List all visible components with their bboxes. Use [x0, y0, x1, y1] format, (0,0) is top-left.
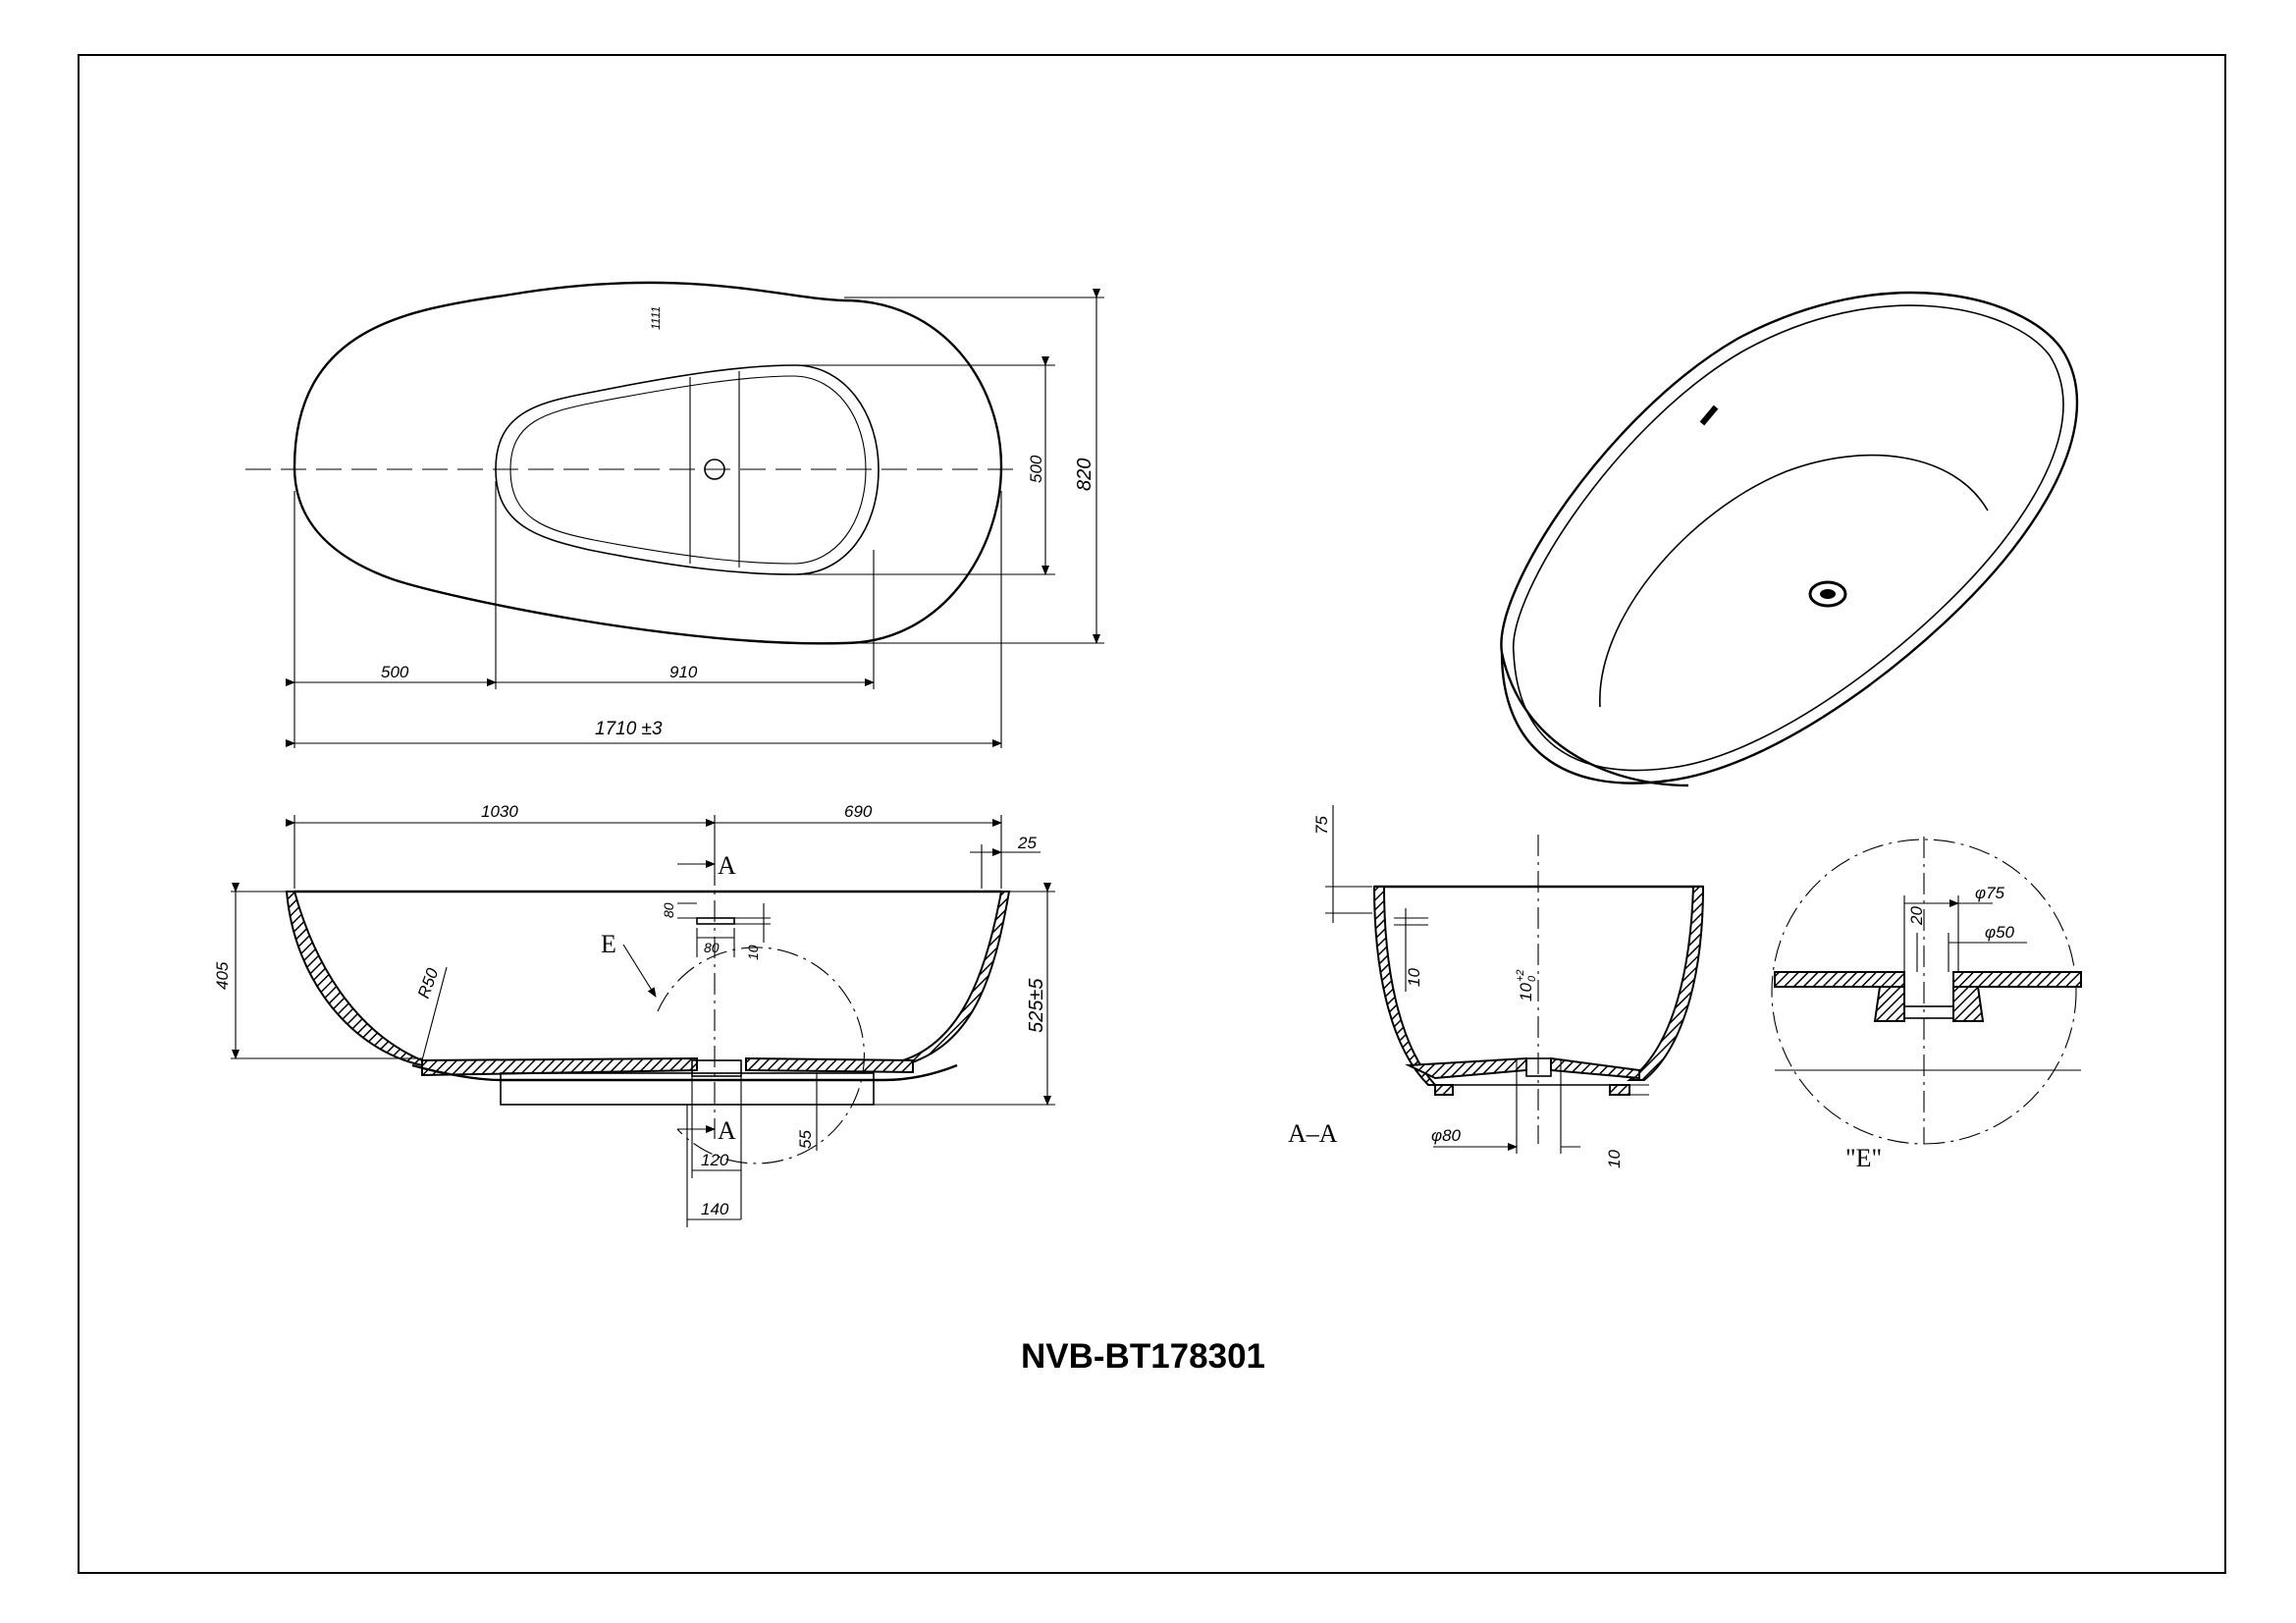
detail-floor-right: [1952, 971, 2082, 988]
iso-outer-rim: [1500, 291, 2079, 784]
model-title: NVB-BT178301: [1021, 1337, 1265, 1376]
label-e-side: E: [601, 930, 616, 958]
dim-80-vert: 80: [661, 902, 676, 918]
dim-1030: 1030: [481, 802, 518, 821]
side-drain: [691, 1059, 742, 1077]
label-a-top: A: [718, 851, 736, 880]
detail-drain-body: [1873, 986, 1905, 1022]
dim-20: 20: [1907, 906, 1926, 926]
dim-75: 75: [1312, 816, 1331, 835]
dim-tol-top: +2: [1515, 969, 1526, 982]
detail-title: "E": [1845, 1144, 1882, 1172]
dim-55: 55: [796, 1130, 815, 1149]
overflow-mark: 1111: [649, 306, 663, 330]
dim-r50: R50: [414, 965, 443, 1001]
overflow-slot: [696, 917, 735, 925]
iso-outer-shell: [1500, 652, 1689, 787]
side-base: [500, 1072, 875, 1106]
iso-inner-rim: [1513, 304, 2064, 772]
dim-dia-80: φ80: [1431, 1126, 1462, 1145]
dim-10-wall: 10: [1405, 968, 1423, 987]
detail-floor-left: [1774, 971, 1905, 988]
side-view: E A A 80 80 10 1030 690 25 405: [213, 802, 1055, 1227]
svg-text:1111: 1111: [649, 306, 663, 330]
dim-10-slot: 10: [745, 945, 761, 960]
dim-tol-bot: 0: [1526, 975, 1538, 982]
iso-view: [1500, 291, 2079, 787]
dim-525: 525±5: [1026, 978, 1047, 1033]
dim-690: 690: [844, 802, 873, 821]
dim-1710: 1710 ±3: [595, 719, 663, 739]
section-right-wall: [1627, 886, 1705, 1081]
dim-500-vert: 500: [1027, 455, 1045, 483]
iso-basin-bottom: [1599, 454, 1989, 708]
label-a-bottom: A: [718, 1116, 736, 1145]
dim-120: 120: [701, 1151, 729, 1169]
dim-10-base: 10: [1605, 1150, 1624, 1168]
dim-140: 140: [701, 1200, 729, 1218]
dim-820: 820: [1074, 459, 1095, 491]
section-title: A–A: [1288, 1119, 1338, 1148]
dim-25: 25: [1017, 834, 1037, 852]
side-floor-right: [745, 1056, 914, 1074]
dim-405: 405: [213, 961, 232, 990]
dim-910: 910: [669, 663, 698, 681]
detail-circle-e: [657, 947, 865, 1164]
side-floor: [421, 1056, 698, 1077]
plan-view: 1111 500 910 1710 ±3 500 820: [245, 281, 1104, 748]
plan-outer-rim: [293, 281, 1003, 645]
dim-dia-50: φ50: [1985, 923, 2015, 942]
side-right-shell: [853, 891, 1011, 1066]
dim-dia-75: φ75: [1975, 884, 2005, 902]
detail-drain-insert: [1903, 1005, 1954, 1019]
sheet-border: [78, 54, 2226, 1574]
section-view: A–A 75 10 10 +2 0 φ80 10: [1288, 805, 1705, 1168]
dim-80-horiz: 80: [704, 940, 720, 955]
plan-inner-basin-outer: [495, 364, 880, 575]
dim-10-floor: 10: [1517, 983, 1535, 1001]
dim-500-plan: 500: [381, 663, 409, 681]
section-floor-r: [1550, 1056, 1640, 1080]
iso-overflow: [1699, 405, 1719, 426]
detail-view: φ75 φ50 20 "E": [1771, 837, 2082, 1172]
section-base: [1434, 1084, 1454, 1096]
side-left-shell: [285, 891, 502, 1066]
